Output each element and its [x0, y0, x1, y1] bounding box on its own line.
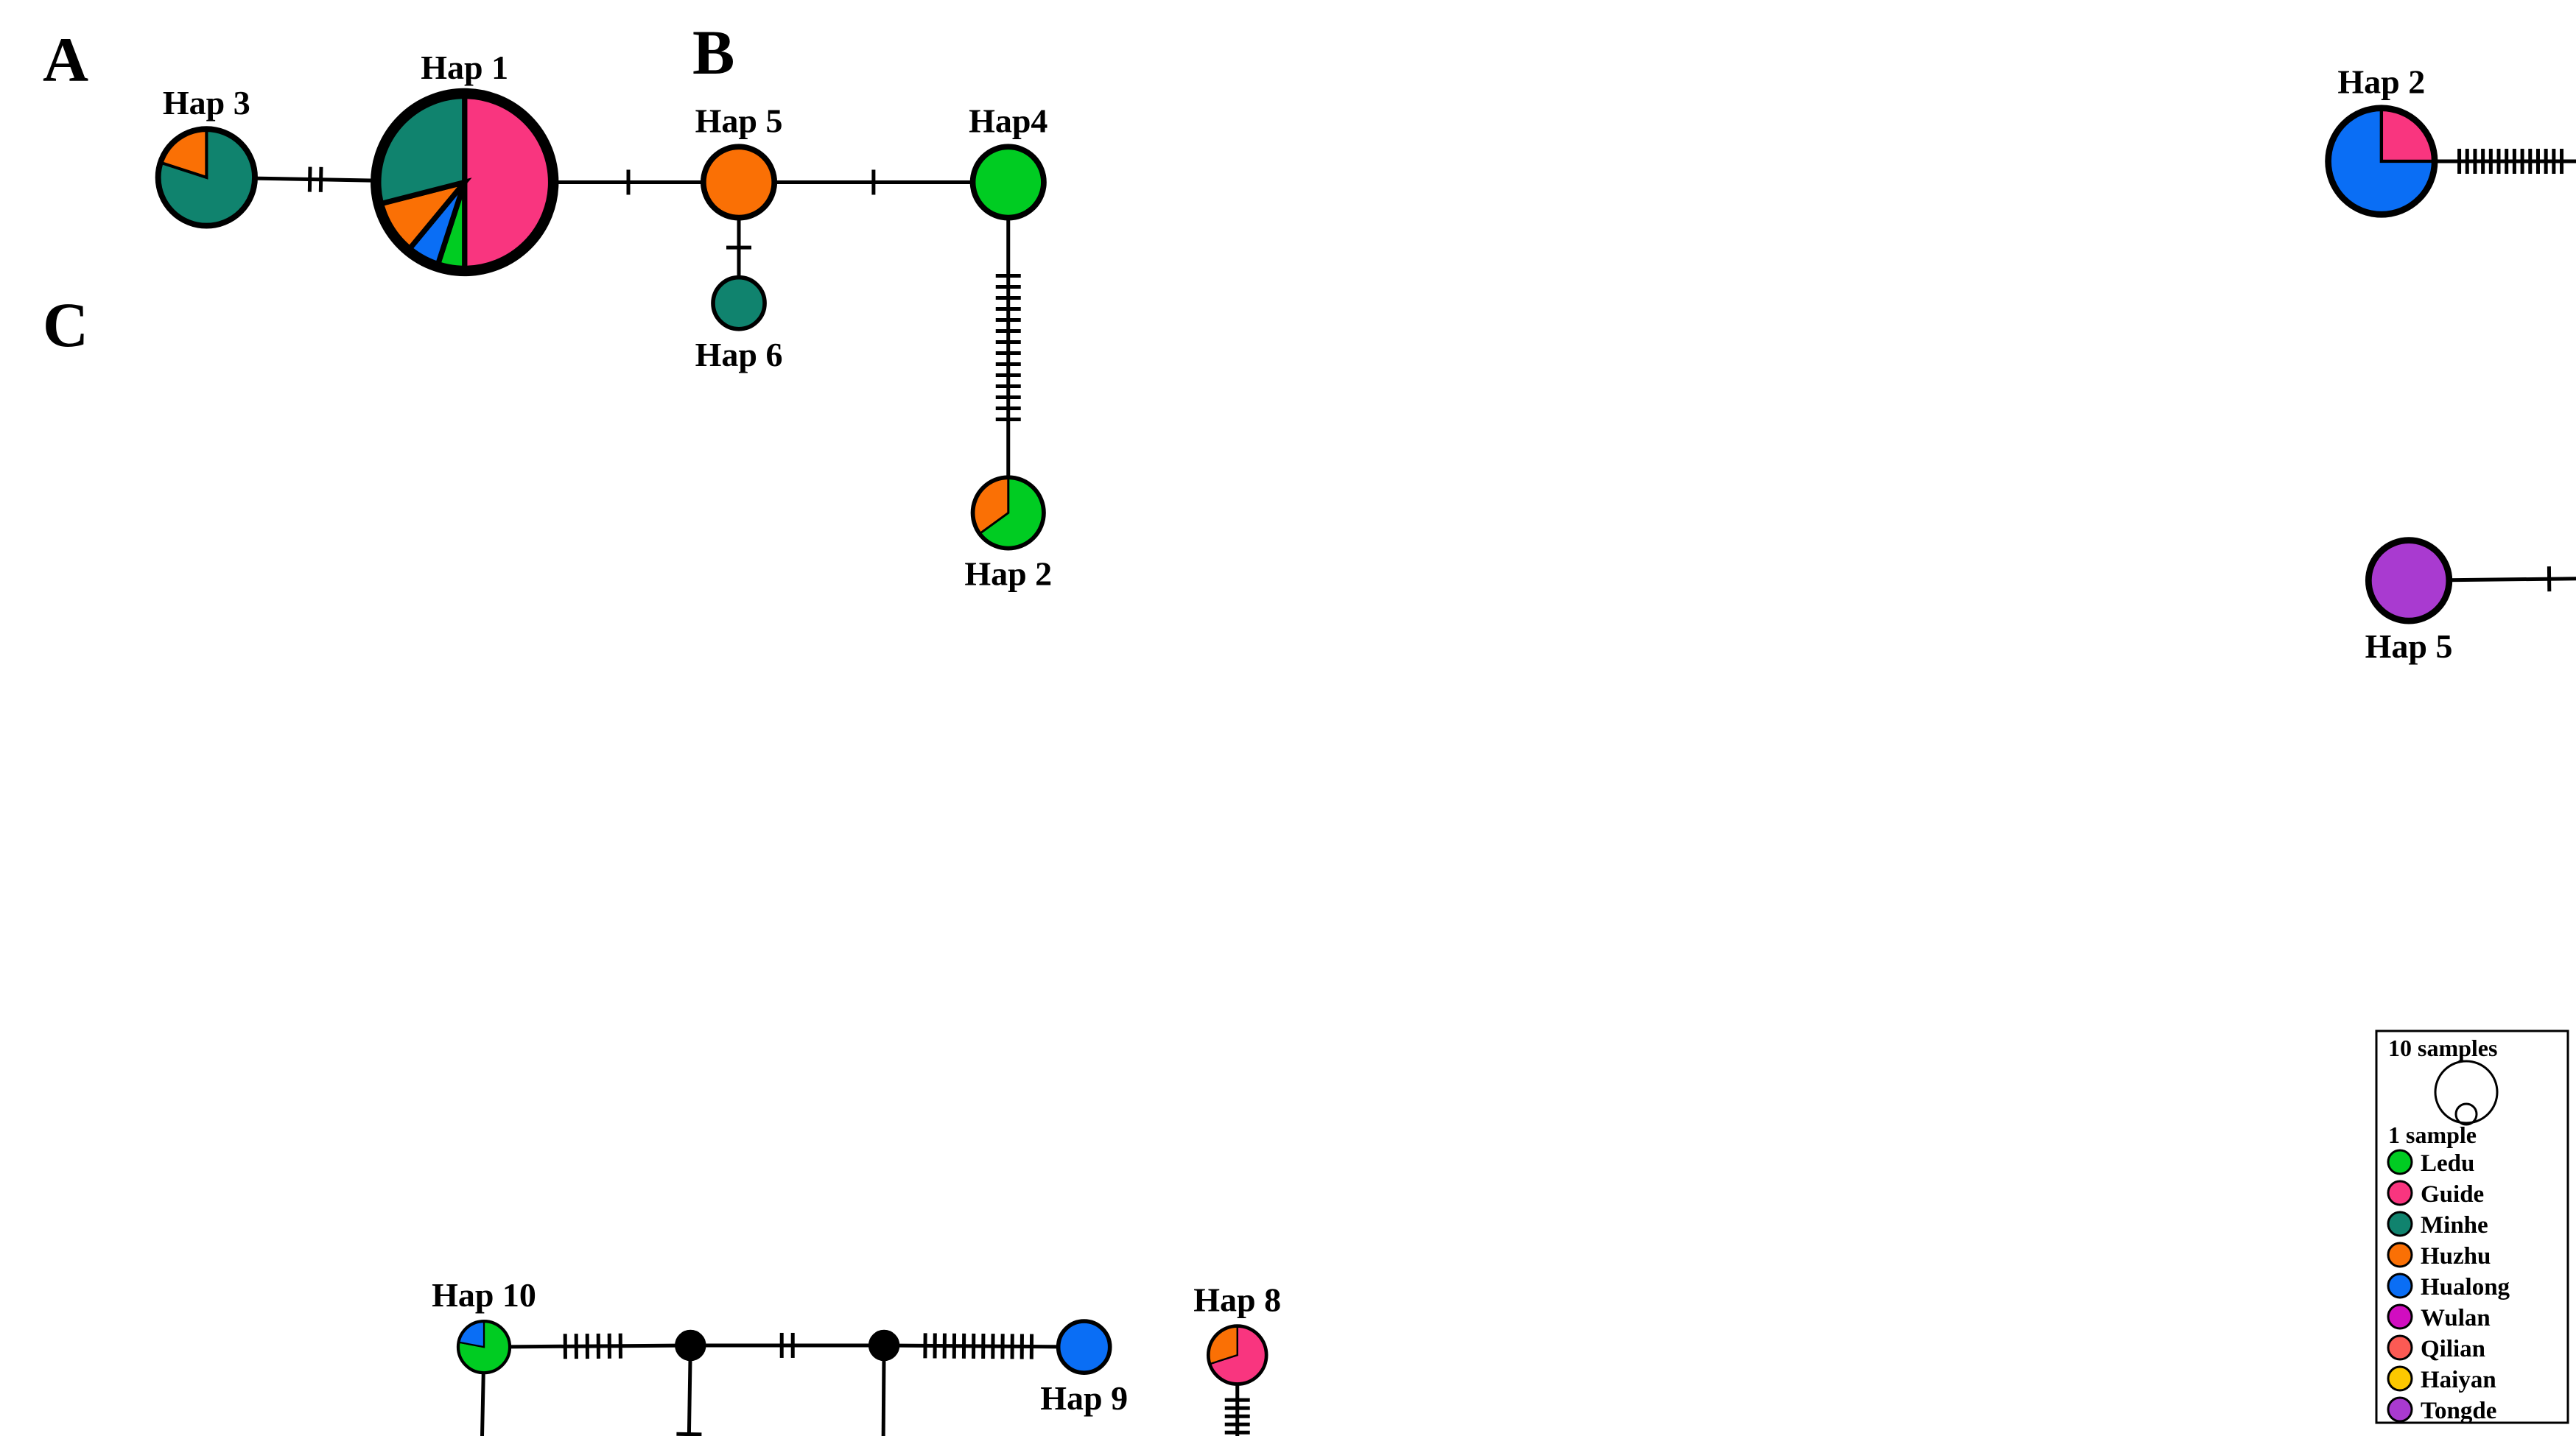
- legend-swatch-wulan: [2387, 1303, 2413, 1330]
- legend-swatch-minhe: [2387, 1211, 2413, 1237]
- legend-size-large-circle: [2434, 1060, 2499, 1124]
- legend-label-haiyan: Haiyan: [2421, 1367, 2496, 1393]
- haplotype-node-hap5[interactable]: [2365, 537, 2453, 624]
- panel-letter-c: C: [43, 289, 88, 360]
- haplotype-label: Hap 2: [964, 555, 1052, 593]
- panel-letter-a: A: [43, 24, 88, 95]
- legend-label-guide: Guide: [2421, 1181, 2484, 1208]
- haplotype-pie-slice: [711, 275, 767, 331]
- legend-label-minhe: Minhe: [2421, 1212, 2488, 1239]
- haplotype-node-hap10[interactable]: [456, 1319, 512, 1375]
- haplotype-node-hap2[interactable]: [970, 475, 1046, 551]
- median-vector-node: [868, 1329, 900, 1362]
- haplotype-node-outline: [2325, 105, 2438, 218]
- haplotype-node-outline: [970, 475, 1046, 551]
- haplotype-pie-slice: [2365, 537, 2453, 624]
- legend-size-large-label: 10 samples: [2388, 1035, 2497, 1061]
- haplotype-pie-slice: [1056, 1319, 1112, 1375]
- legend-swatch-guide: [2387, 1180, 2413, 1206]
- legend-label-ledu: Ledu: [2421, 1150, 2474, 1177]
- legend-swatch-ledu: [2387, 1149, 2413, 1175]
- network-edge: [253, 176, 377, 183]
- haplotype-node-hap4[interactable]: [969, 144, 1047, 221]
- haplotype-node-outline: [155, 126, 258, 229]
- mutation-tick: [307, 166, 312, 192]
- network-edge: [897, 1343, 1059, 1349]
- legend-swatch-tongde: [2387, 1396, 2413, 1423]
- haplotype-label: Hap 5: [2365, 627, 2453, 665]
- legend-items: LeduGuideMinheHuzhuHualongWulanQilianHai…: [2387, 1149, 2510, 1424]
- legend-label-qilian: Qilian: [2421, 1336, 2485, 1362]
- haplotype-pie-slice: [462, 91, 556, 274]
- haplotype-node-outline: [1206, 1324, 1268, 1386]
- legend-label-huzhu: Huzhu: [2421, 1243, 2491, 1270]
- haplotype-label: Hap 3: [163, 84, 250, 122]
- haplotype-label: Hap 9: [1040, 1379, 1128, 1417]
- panel-letter-b: B: [692, 17, 734, 88]
- legend-size-small-label: 1 sample: [2388, 1122, 2477, 1148]
- legend-label-tongde: Tongde: [2421, 1398, 2496, 1424]
- mutation-tick: [676, 1432, 702, 1436]
- haplotype-label: Hap 8: [1193, 1281, 1281, 1319]
- network-edge: [509, 1343, 677, 1349]
- haplotype-pie-slice: [700, 144, 778, 221]
- haplotype-node-outline: [371, 88, 559, 277]
- haplotype-node-hap5[interactable]: [700, 144, 778, 221]
- legend-label-hualong: Hualong: [2421, 1274, 2510, 1301]
- network-edge: [2448, 577, 2576, 583]
- legend-label-wulan: Wulan: [2421, 1305, 2491, 1331]
- haplotype-label: Hap 1: [421, 49, 508, 86]
- haplotype-label: Hap 5: [695, 102, 783, 139]
- median-vector-node: [675, 1329, 706, 1362]
- legend: 10 samples 1 sampleLeduGuideMinheHuzhuHua…: [2375, 1030, 2569, 1424]
- edges-group-b: [2434, 149, 2576, 592]
- haplotype-node-hap1[interactable]: [371, 88, 559, 277]
- haplotype-node-hap2[interactable]: [2325, 105, 2438, 218]
- legend-swatch-huzhu: [2387, 1242, 2413, 1268]
- haplotype-node-hap8[interactable]: [1206, 1324, 1268, 1386]
- legend-swatch-hualong: [2387, 1273, 2413, 1299]
- haplotype-label: Hap 2: [2337, 63, 2425, 101]
- legend-swatch-qilian: [2387, 1334, 2413, 1361]
- haplotype-node-outline: [456, 1319, 512, 1375]
- edges-group-c: [480, 1332, 1250, 1436]
- haplotype-pie-slice: [969, 144, 1047, 221]
- haplotype-node-hap9[interactable]: [1056, 1319, 1112, 1375]
- haplotype-label: Hap 10: [432, 1276, 536, 1314]
- network-edge: [881, 1359, 886, 1436]
- network-edge: [480, 1372, 485, 1436]
- haplotype-node-hap6[interactable]: [711, 275, 767, 331]
- edges-group-a: [253, 166, 1021, 479]
- legend-size-small-circle: [2454, 1102, 2478, 1126]
- haplotype-label: Hap 6: [695, 336, 783, 373]
- mutation-tick: [318, 166, 323, 192]
- network-edge: [687, 1359, 692, 1436]
- haplotype-label: Hap4: [969, 102, 1047, 139]
- haplotype-node-hap3[interactable]: [155, 126, 258, 229]
- legend-swatch-haiyan: [2387, 1365, 2413, 1392]
